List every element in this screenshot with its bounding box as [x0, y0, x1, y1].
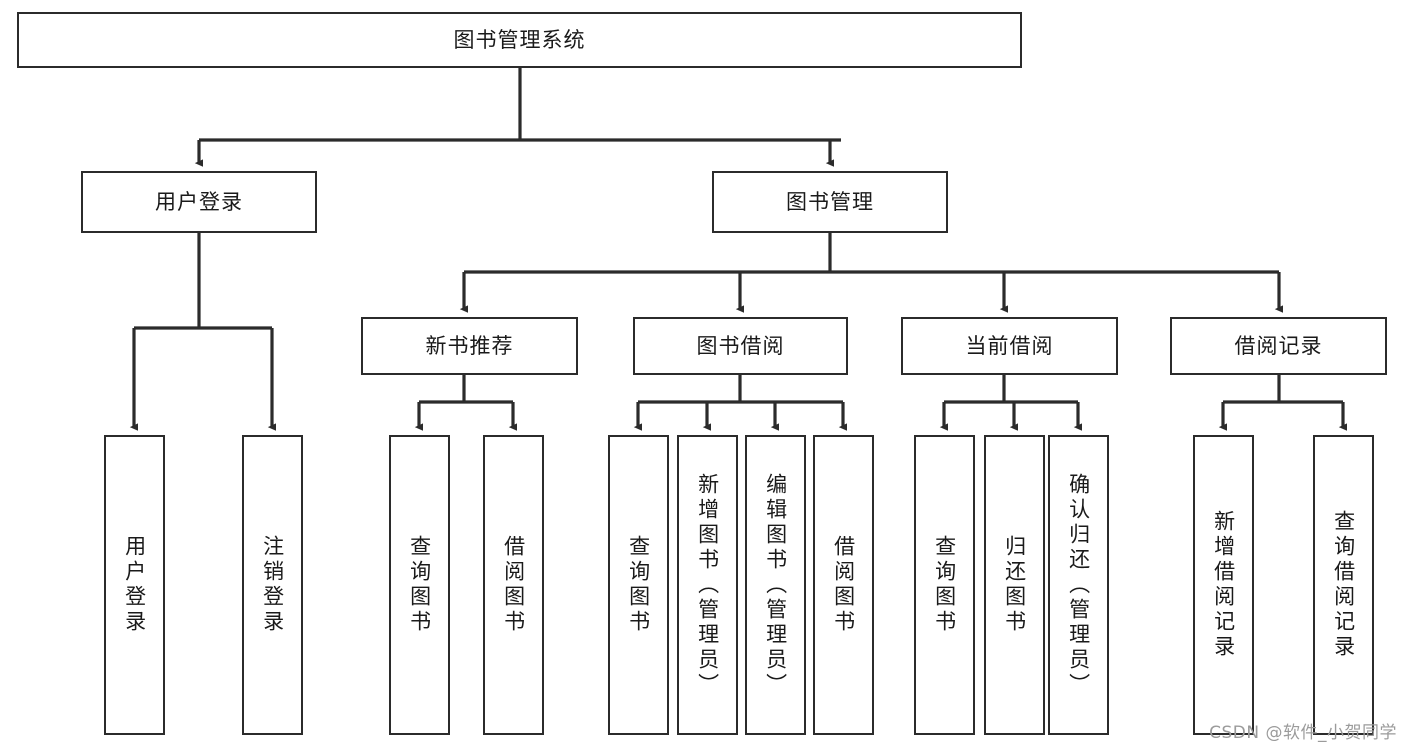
node-current-borrow-label: 当前借阅	[965, 333, 1054, 358]
node-leaf-borrow-book-recommend-label: 借阅图书	[501, 535, 526, 635]
node-borrow-record-label: 借阅记录	[1234, 333, 1323, 358]
node-leaf-query-book-current[interactable]: 查询图书	[914, 435, 975, 735]
node-current-borrow[interactable]: 当前借阅	[901, 317, 1118, 375]
node-leaf-user-logout-label: 注销登录	[260, 535, 285, 635]
node-leaf-edit-book-label: 编辑图书（管理员）	[763, 472, 788, 698]
node-leaf-query-book-borrow[interactable]: 查询图书	[608, 435, 669, 735]
node-leaf-borrow-book[interactable]: 借阅图书	[813, 435, 874, 735]
node-root[interactable]: 图书管理系统	[17, 12, 1022, 68]
node-leaf-user-login-label: 用户登录	[122, 535, 147, 635]
node-leaf-edit-book[interactable]: 编辑图书（管理员）	[745, 435, 806, 735]
node-book-borrow[interactable]: 图书借阅	[633, 317, 848, 375]
node-leaf-add-borrow-record-label: 新增借阅记录	[1211, 510, 1236, 660]
node-user-login-label: 用户登录	[155, 189, 243, 214]
node-leaf-borrow-book-label: 借阅图书	[831, 535, 856, 635]
node-leaf-add-book-label: 新增图书（管理员）	[695, 472, 720, 698]
node-root-label: 图书管理系统	[453, 27, 586, 52]
node-leaf-confirm-return-label: 确认归还（管理员）	[1066, 472, 1091, 698]
node-leaf-query-borrow-record-label: 查询借阅记录	[1331, 510, 1356, 660]
node-leaf-return-book[interactable]: 归还图书	[984, 435, 1045, 735]
node-new-book-recommend-label: 新书推荐	[425, 333, 514, 358]
node-leaf-add-book[interactable]: 新增图书（管理员）	[677, 435, 738, 735]
node-user-login[interactable]: 用户登录	[81, 171, 317, 233]
node-leaf-query-book-recommend[interactable]: 查询图书	[389, 435, 450, 735]
node-leaf-confirm-return[interactable]: 确认归还（管理员）	[1048, 435, 1109, 735]
node-new-book-recommend[interactable]: 新书推荐	[361, 317, 578, 375]
watermark-text: CSDN @软件_小贺同学	[1209, 723, 1397, 743]
node-leaf-query-book-recommend-label: 查询图书	[407, 535, 432, 635]
node-borrow-record[interactable]: 借阅记录	[1170, 317, 1387, 375]
node-leaf-query-borrow-record[interactable]: 查询借阅记录	[1313, 435, 1374, 735]
node-book-borrow-label: 图书借阅	[696, 333, 785, 358]
node-leaf-return-book-label: 归还图书	[1002, 535, 1027, 635]
node-book-management[interactable]: 图书管理	[712, 171, 948, 233]
node-leaf-user-logout[interactable]: 注销登录	[242, 435, 303, 735]
node-leaf-query-book-current-label: 查询图书	[932, 535, 957, 635]
node-leaf-borrow-book-recommend[interactable]: 借阅图书	[483, 435, 544, 735]
node-leaf-user-login[interactable]: 用户登录	[104, 435, 165, 735]
node-book-management-label: 图书管理	[786, 189, 874, 214]
node-leaf-add-borrow-record[interactable]: 新增借阅记录	[1193, 435, 1254, 735]
node-leaf-query-book-borrow-label: 查询图书	[626, 535, 651, 635]
